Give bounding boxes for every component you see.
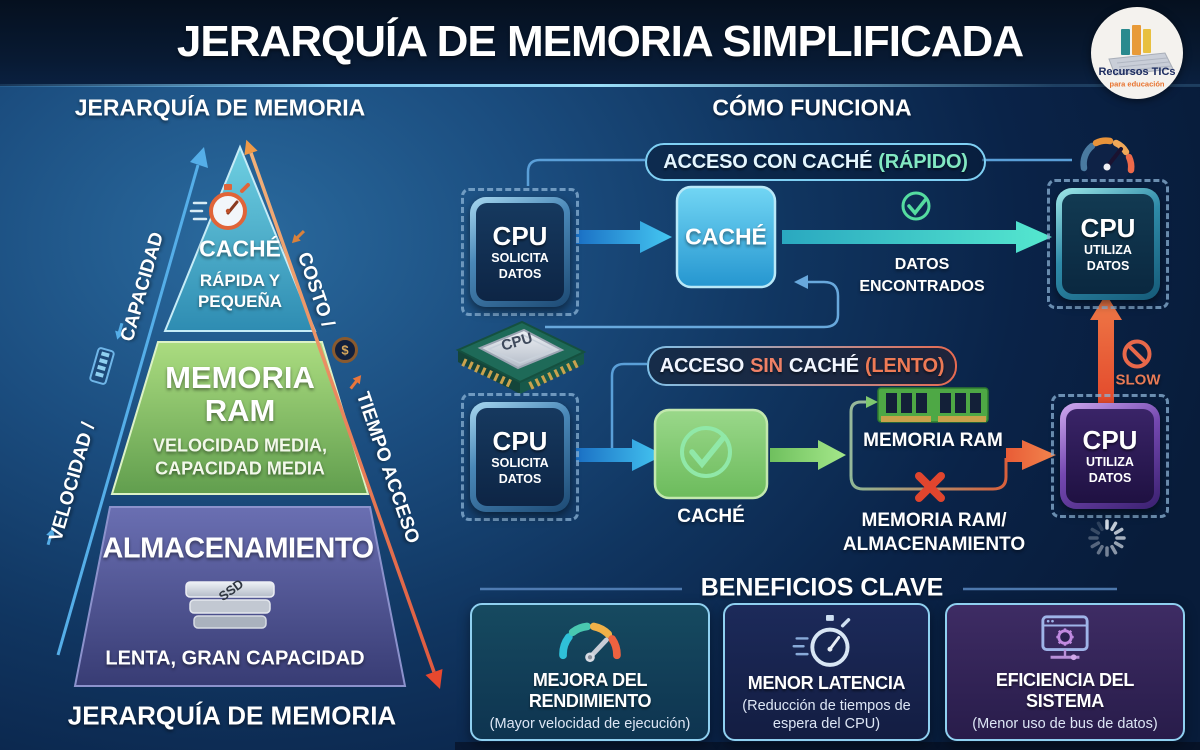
- stopwatch-icon: [792, 614, 850, 667]
- title-band: [0, 0, 1200, 86]
- slow-label: SLOW: [1115, 371, 1161, 389]
- ram-sub2: CAPACIDAD MEDIA: [155, 458, 325, 479]
- logo-illustration: [1108, 25, 1174, 76]
- miss-label-1: MEMORIA RAM/: [861, 510, 1007, 531]
- ram-title-2: RAM: [204, 393, 276, 428]
- cpu-chip-use-fast: CPU UTILIZA DATOS: [1047, 179, 1169, 309]
- slow-path-connectors: [610, 362, 1099, 448]
- arrow-slow-vertical: [1090, 294, 1122, 404]
- check-icon-found: [901, 191, 931, 221]
- pyramid-caption: JERARQUÍA DE MEMORIA: [67, 700, 397, 731]
- left-section-heading: JERARQUÍA DE MEMORIA: [74, 94, 366, 121]
- cpu-label: CPU: [492, 220, 548, 251]
- title-divider-line: [0, 84, 1200, 87]
- logo-name: Recursos TICs: [1098, 66, 1176, 78]
- cpu-pins: [1051, 394, 1169, 518]
- cache-check-label: CACHÉ: [677, 506, 745, 527]
- ram-hit-label: MEMORIA RAM: [863, 430, 1003, 451]
- cpu-sublabel: DATOS: [498, 471, 542, 486]
- cpu-pins: [461, 393, 579, 521]
- cpu-sublabel: UTILIZA: [1084, 243, 1132, 258]
- cpu-sublabel: SOLICITA: [491, 251, 549, 266]
- cpu-chip-request-slow: CPU SOLICITA DATOS: [461, 393, 579, 521]
- ram-loop-bracket: [849, 396, 1008, 491]
- fast-access-pill: ACCESO CON CACHÉ (RÁPIDO): [645, 143, 986, 181]
- dollar-coin-icon: [332, 337, 358, 363]
- slow-pill-lento: (LENTO): [864, 354, 945, 377]
- benefit-title: MENOR LATENCIA: [747, 672, 906, 693]
- benefit-subtitle: (Reducción de tiempos de espera del CPU): [742, 697, 911, 732]
- logo-tagline: para educación: [1109, 79, 1165, 89]
- right-section-heading: CÓMO FUNCIONA: [712, 94, 912, 121]
- benefit-title: MEJORA DEL RENDIMIENTO: [528, 669, 652, 711]
- cpu-label: CPU: [1082, 424, 1138, 455]
- cpu-sublabel: DATOS: [1088, 470, 1132, 485]
- cpu-pins: [1047, 179, 1169, 309]
- page-title: JERARQUÍA DE MEMORIA SIMPLIFICADA: [176, 17, 1024, 66]
- slow-pill-sin: SIN: [750, 354, 783, 377]
- cache-box: [675, 185, 777, 289]
- storage-title: ALMACENAMIENTO: [102, 532, 374, 565]
- benefit-card-latency: MENOR LATENCIA (Reducción de tiempos de …: [723, 603, 930, 741]
- benefit-subtitle: (Mayor velocidad de ejecución): [489, 715, 691, 732]
- pyramid: [73, 144, 407, 687]
- pyramid-cache-section: [163, 144, 317, 332]
- pyramid-ram-section: [110, 341, 370, 495]
- ram-sub1: VELOCIDAD MEDIA,: [152, 435, 328, 456]
- cpu-sublabel: DATOS: [1086, 258, 1130, 273]
- found-label-1: DATOS: [894, 256, 950, 273]
- cpu-pins: [461, 188, 579, 316]
- cpu-label: CPU: [492, 425, 548, 456]
- arrow-cpu-to-cache: [576, 221, 672, 253]
- ssd-stack-icon: [185, 581, 275, 629]
- ram-stick-icon: [89, 347, 115, 385]
- no-entry-icon: [1122, 339, 1152, 369]
- arrow-cpu-to-cache-slow: [576, 439, 664, 471]
- dollar-symbol: $: [341, 342, 349, 358]
- cpu-chip-request-fast: CPU SOLICITA DATOS: [461, 188, 579, 316]
- cache-title: CACHÉ: [199, 235, 281, 262]
- found-label-2: ENCONTRADOS: [859, 278, 985, 295]
- x-miss-icon: [915, 472, 945, 502]
- benefits-heading: BENEFICIOS CLAVE: [700, 573, 944, 602]
- check-icon-cache: [680, 426, 732, 478]
- arrow-ram-to-cpu: [1006, 440, 1056, 470]
- system-settings-icon: [1041, 615, 1089, 661]
- speed-capacity-axis-arrow: [42, 147, 208, 656]
- gauge-icon-fast: [1080, 137, 1135, 187]
- logo-badge: [1091, 7, 1183, 99]
- slow-pill-text: CACHÉ: [788, 354, 859, 377]
- benefit-subtitle: (Menor uso de bus de datos): [972, 715, 1158, 732]
- cpu-label: CPU: [1080, 212, 1136, 243]
- cache-box-label: CACHÉ: [685, 223, 767, 250]
- storage-sub: LENTA, GRAN CAPACIDAD: [105, 647, 365, 670]
- loading-spinner-icon: [1088, 519, 1126, 557]
- benefit-card-performance: MEJORA DEL RENDIMIENTO (Mayor velocidad …: [470, 603, 710, 741]
- cost-time-axis-arrow: [244, 139, 443, 689]
- cache-sub2: PEQUEÑA: [197, 292, 283, 311]
- ram-title-1: MEMORIA: [165, 360, 315, 395]
- benefit-title: EFICIENCIA DEL SISTEMA: [995, 669, 1135, 711]
- benefit-card-efficiency: EFICIENCIA DEL SISTEMA (Menor uso de bus…: [945, 603, 1185, 741]
- cpu-chip-use-slow: CPU UTILIZA DATOS: [1051, 394, 1169, 518]
- slow-access-pill: ACCESO SIN CACHÉ (LENTO): [647, 346, 957, 386]
- cpu-sublabel: UTILIZA: [1086, 455, 1134, 470]
- gauge-icon: [559, 622, 621, 663]
- bottom-shade: [455, 742, 1200, 750]
- cpu-3d-icon: [455, 320, 587, 394]
- miss-label-2: ALMACENAMIENTO: [842, 534, 1026, 555]
- fast-pill-accent: (RÁPIDO): [878, 150, 968, 173]
- cache-sub1: RÁPIDA Y: [199, 271, 281, 290]
- stopwatch-icon: [189, 183, 250, 230]
- slow-pill-text: ACCESO: [659, 354, 745, 377]
- fast-pill-text: ACCESO CON CACHÉ: [663, 150, 873, 173]
- ram-module-icon: [877, 387, 989, 423]
- arrow-cache-to-ram: [770, 440, 846, 470]
- cpu-sublabel: SOLICITA: [491, 456, 549, 471]
- arrow-cache-to-cpu: [782, 221, 1052, 253]
- fast-path-connectors: [526, 158, 1072, 329]
- cpu-sublabel: DATOS: [498, 266, 542, 281]
